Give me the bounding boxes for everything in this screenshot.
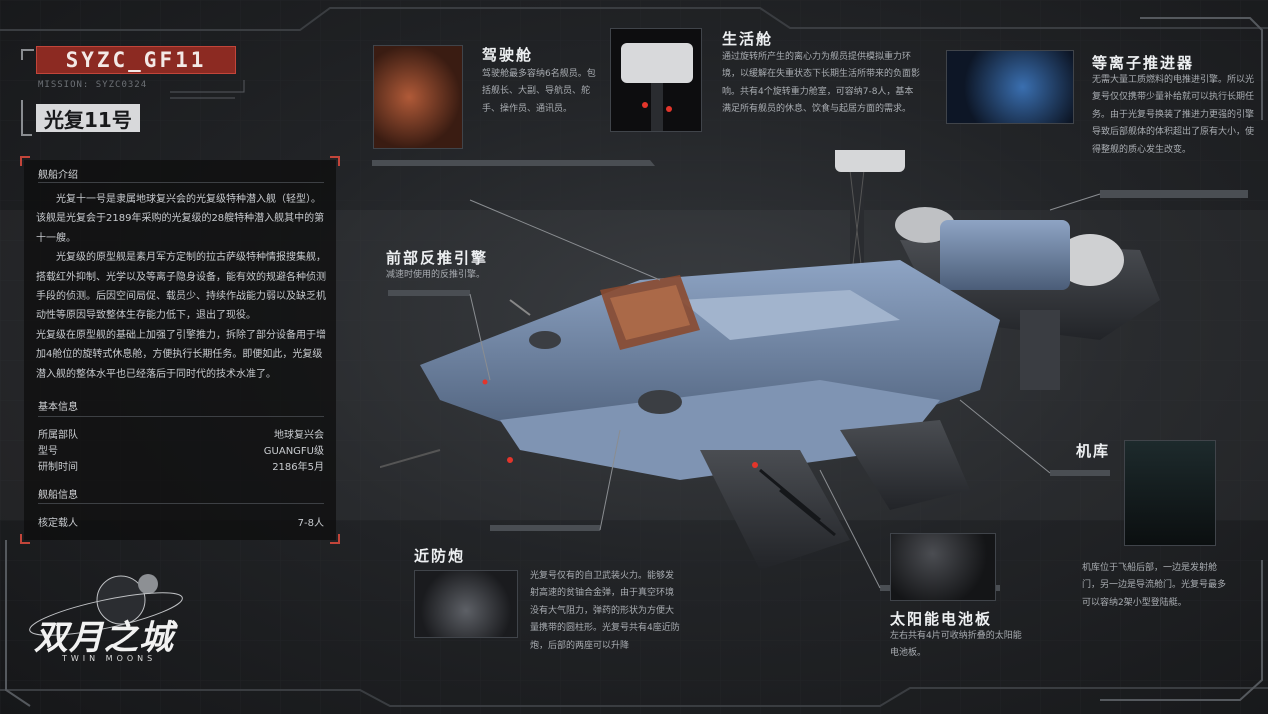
plasma-thruster-thumbnail: [946, 50, 1074, 124]
logo-chinese-text: 双月之城: [34, 618, 174, 658]
plasma-thruster-description: 无需大量工质燃料的电推进引擎。所以光复号仅仅携带少量补给就可以执行长期任务。由于…: [1092, 75, 1255, 155]
info-value: 地球复兴会: [274, 430, 324, 441]
living-module-thumbnail: [610, 28, 702, 132]
intro-paragraph: 光复级在原型舰的基础上加强了引擎推力，拆除了部分设备用于增加4舱位的旋转式休息舱…: [36, 329, 326, 380]
panel-corner: [20, 534, 30, 544]
intro-text: 光复十一号是隶属地球复兴会的光复级特种潜入舰（轻型）。该舰是光复会于2189年采…: [36, 190, 326, 384]
solar-panel-thumbnail: [890, 533, 996, 601]
divider: [38, 182, 324, 183]
panel-corner: [330, 156, 340, 166]
logo-moon-icon: [29, 574, 183, 636]
panel-corner: [20, 156, 30, 166]
hangar-thumbnail: [1124, 440, 1216, 546]
plasma-thruster-title: 等离子推进器: [1092, 54, 1195, 72]
info-label: 核定载人: [38, 518, 78, 529]
living-module-image: [621, 43, 693, 131]
ship-code-label: SYZC_GF11: [36, 46, 236, 74]
info-row: 核定载人 7-8人: [38, 514, 324, 529]
info-value: 2186年5月: [272, 462, 324, 473]
divider: [38, 503, 324, 504]
info-row: 型号 GUANGFU级: [38, 442, 324, 457]
title-decoration: [21, 49, 245, 136]
solar-panel-description: 左右共有4片可收纳折叠的太阳能电池板。: [890, 631, 1022, 659]
cockpit-description: 驾驶舱最多容纳6名舰员。包括舰长、大副、导航员、舵手、操作员、通讯员。: [482, 69, 596, 114]
mission-code: MISSION: SYZC0324: [38, 80, 148, 90]
hangar-description: 机库位于飞船后部，一边是发射舱门，另一边是导流舱门。光复号最多可以容纳2架小型登…: [1082, 563, 1227, 608]
divider: [38, 416, 324, 417]
spaceship-illustration: [380, 150, 1160, 570]
ship-info-heading: 舰船信息: [38, 490, 78, 501]
logo-english-text: TWIN MOONS: [62, 654, 157, 663]
ciws-thumbnail: [414, 570, 518, 638]
ciws-description: 光复号仅有的自卫武装火力。能够发射高速的贫铀合金弹，由于真空环境没有大气阻力，弹…: [530, 571, 680, 651]
info-row: 研制时间 2186年5月: [38, 458, 324, 473]
info-label: 所属部队: [38, 430, 78, 441]
intro-paragraph: 光复十一号是隶属地球复兴会的光复级特种潜入舰（轻型）。该舰是光复会于2189年采…: [36, 194, 325, 244]
reverse-thruster-title: 前部反推引擎: [386, 249, 489, 267]
intro-paragraph: 光复级的原型舰是素月军方定制的拉古萨级特种情报搜集舰，搭载红外抑制、光学以及等离…: [36, 252, 326, 322]
hangar-title: 机库: [1076, 442, 1111, 460]
info-label: 研制时间: [38, 462, 78, 473]
info-value: GUANGFU级: [263, 446, 324, 457]
cockpit-title: 驾驶舱: [482, 46, 534, 64]
solar-panel-title: 太阳能电池板: [890, 610, 993, 628]
cockpit-thumbnail: [373, 45, 463, 149]
panel-corner: [330, 534, 340, 544]
intro-heading: 舰船介绍: [38, 170, 78, 181]
ship-name-label: 光复11号: [36, 104, 140, 132]
living-module-description: 通过旋转所产生的离心力为舰员提供模拟重力环境，以缓解在失重状态下长期生活所带来的…: [722, 52, 921, 115]
living-module-title: 生活舱: [722, 30, 774, 48]
reverse-thruster-description: 减速时使用的反推引擎。: [386, 270, 486, 280]
info-label: 型号: [38, 446, 58, 457]
ciws-title: 近防炮: [414, 547, 466, 565]
basic-info-heading: 基本信息: [38, 402, 78, 413]
info-value: 7-8人: [297, 518, 324, 529]
info-row: 所属部队 地球复兴会: [38, 426, 324, 441]
info-panel: 舰船介绍 光复十一号是隶属地球复兴会的光复级特种潜入舰（轻型）。该舰是光复会于2…: [20, 156, 340, 544]
twin-moons-logo: 双月之城 TWIN MOONS: [26, 570, 206, 670]
